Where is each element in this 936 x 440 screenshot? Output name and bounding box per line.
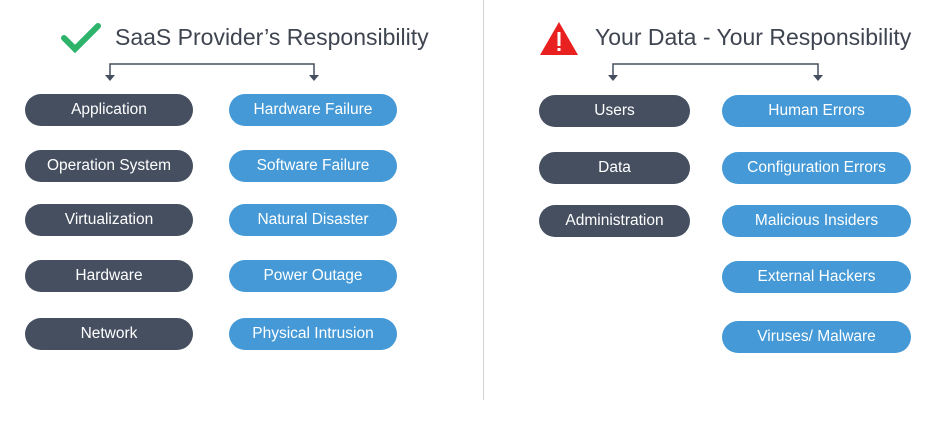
right-layer-pill: Users <box>539 95 690 127</box>
right-title: Your Data - Your Responsibility <box>595 24 912 50</box>
right-arrow-connector <box>612 63 819 76</box>
right-risk-pill: Malicious Insiders <box>722 205 911 237</box>
right-risk-pill: Human Errors <box>722 95 911 127</box>
left-layer-pill: Network <box>25 318 193 350</box>
divider <box>483 0 484 400</box>
arrow-down-icon <box>608 75 618 81</box>
left-layer-pill: Hardware <box>25 260 193 292</box>
right-layer-pill: Administration <box>539 205 690 237</box>
left-layer-pill: Virtualization <box>25 204 193 236</box>
left-arrow-connector <box>109 63 315 76</box>
arrow-down-icon <box>813 75 823 81</box>
left-layer-pill: Application <box>25 94 193 126</box>
left-risk-pill: Hardware Failure <box>229 94 397 126</box>
right-risk-pill: Configuration Errors <box>722 152 911 184</box>
arrow-down-icon <box>105 75 115 81</box>
left-layer-pill: Operation System <box>25 150 193 182</box>
arrow-down-icon <box>309 75 319 81</box>
left-risk-pill: Software Failure <box>229 150 397 182</box>
left-risk-pill: Power Outage <box>229 260 397 292</box>
check-icon <box>61 23 101 54</box>
right-risk-pill: Viruses/ Malware <box>722 321 911 353</box>
left-risk-pill: Physical Intrusion <box>229 318 397 350</box>
warning-icon <box>540 22 578 55</box>
left-risk-pill: Natural Disaster <box>229 204 397 236</box>
left-title: SaaS Provider’s Responsibility <box>115 24 429 50</box>
right-layer-pill: Data <box>539 152 690 184</box>
right-risk-pill: External Hackers <box>722 261 911 293</box>
